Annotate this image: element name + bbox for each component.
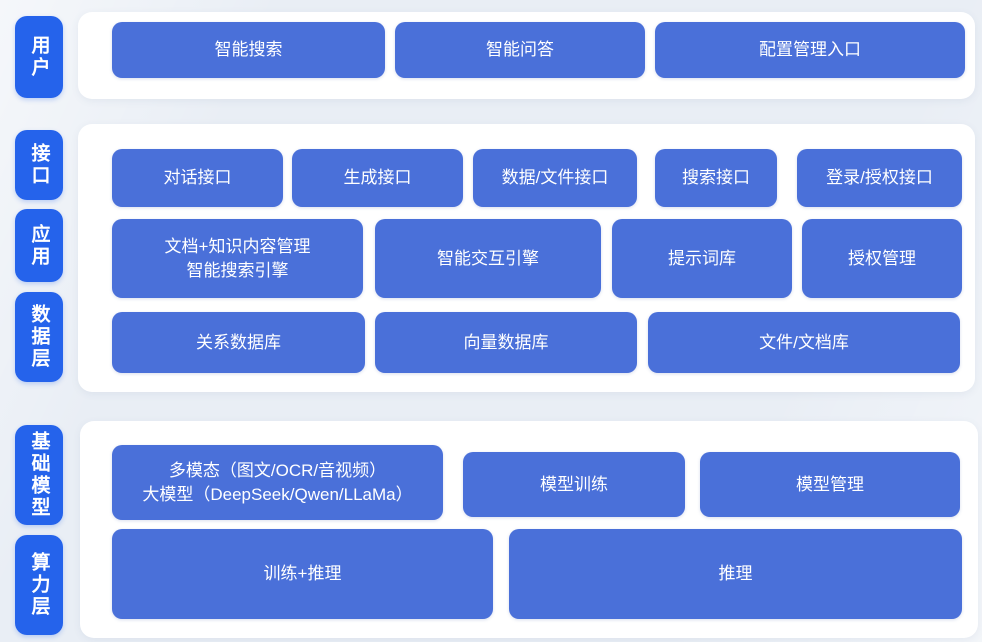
block-config-management-entry: 配置管理入口	[655, 22, 965, 78]
layer-label-user: 用户	[15, 16, 63, 98]
block-smart-search: 智能搜索	[112, 22, 385, 78]
block-multimodal-llm: 多模态（图文/OCR/音视频） 大模型（DeepSeek/Qwen/LLaMa）	[112, 445, 443, 520]
block-relational-db: 关系数据库	[112, 312, 365, 373]
layer-label-application: 应用	[15, 209, 63, 282]
block-dialog-api: 对话接口	[112, 149, 283, 207]
block-inference: 推理	[509, 529, 962, 619]
block-smart-qa: 智能问答	[395, 22, 645, 78]
block-search-api: 搜索接口	[655, 149, 777, 207]
block-vector-db: 向量数据库	[375, 312, 637, 373]
block-auth-management: 授权管理	[802, 219, 962, 298]
block-generation-api: 生成接口	[292, 149, 463, 207]
layer-label-data: 数据层	[15, 292, 63, 382]
block-training-inference: 训练+推理	[112, 529, 493, 619]
block-interactive-engine: 智能交互引擎	[375, 219, 601, 298]
layer-label-interface: 接口	[15, 130, 63, 200]
block-model-training: 模型训练	[463, 452, 685, 517]
block-doc-knowledge-search-engine: 文档+知识内容管理 智能搜索引擎	[112, 219, 363, 298]
block-prompt-library: 提示词库	[612, 219, 792, 298]
block-data-file-api: 数据/文件接口	[473, 149, 637, 207]
block-file-doc-store: 文件/文档库	[648, 312, 960, 373]
layer-label-compute: 算力层	[15, 535, 63, 635]
block-login-auth-api: 登录/授权接口	[797, 149, 962, 207]
block-model-management: 模型管理	[700, 452, 960, 517]
layer-label-foundation-model: 基础模型	[15, 425, 63, 525]
